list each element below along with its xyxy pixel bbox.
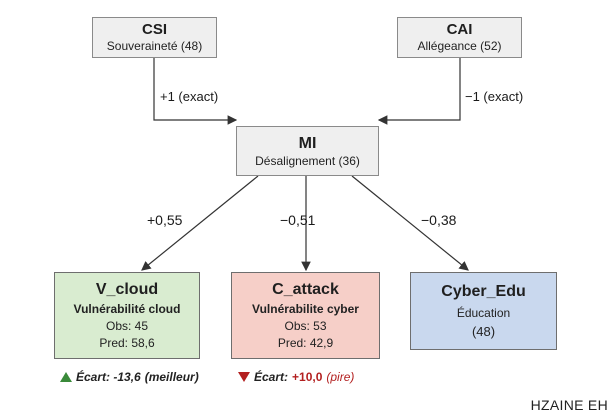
node-v-cloud-subtitle: Vulnérabilité cloud <box>73 302 181 316</box>
ecart-c-attack-value: +10,0 <box>292 370 323 384</box>
node-v-cloud-pred: Pred: 58,6 <box>99 336 155 350</box>
node-v-cloud-obs: Obs: 45 <box>105 319 149 333</box>
ecart-v-cloud-prefix: Écart: -13,6 <box>76 370 141 384</box>
node-v-cloud-title: V_cloud <box>95 281 159 298</box>
node-mi-title: MI <box>298 134 317 152</box>
author-credit: HZAINE EH <box>530 397 608 413</box>
node-v-cloud: V_cloud Vulnérabilité cloud Obs: 45 Pred… <box>54 272 200 359</box>
node-csi-title: CSI <box>141 20 167 38</box>
ecart-v-cloud: Écart: -13,6 (meilleur) <box>60 370 199 384</box>
edge-mi-vcloud <box>141 175 259 271</box>
node-c-attack-title: C_attack <box>272 281 339 298</box>
edge-label-mi-vcloud: +0,55 <box>147 212 183 228</box>
node-c-attack-subtitle: Vulnérabilite cyber <box>252 302 359 316</box>
edge-label-csi-mi: +1 (exact) <box>160 89 219 104</box>
node-csi-subtitle: Souveraineté (48) <box>106 39 203 54</box>
node-cai: CAI Allégeance (52) <box>397 17 522 58</box>
edge-label-mi-cyberedu: −0,38 <box>421 212 457 228</box>
node-cai-title: CAI <box>446 20 473 38</box>
node-cyber-edu: Cyber_Edu Éducation (48) <box>410 272 557 350</box>
ecart-c-attack-prefix: Écart: <box>254 370 289 384</box>
node-mi-subtitle: Désalignement (36) <box>255 153 360 168</box>
edge-csi-mi <box>153 58 238 125</box>
node-c-attack-pred: Pred: 42,9 <box>277 336 334 350</box>
ecart-c-attack: Écart: +10,0 (pire) <box>238 370 354 384</box>
node-cyber-edu-title: Cyber_Edu <box>441 282 526 300</box>
node-cyber-edu-value: (48) <box>471 323 496 339</box>
edge-label-mi-cattack: −0,51 <box>280 212 316 228</box>
triangle-up-icon <box>60 372 72 382</box>
node-csi: CSI Souveraineté (48) <box>92 17 217 58</box>
node-cai-subtitle: Allégeance (52) <box>417 39 502 54</box>
node-mi: MI Désalignement (36) <box>236 126 379 176</box>
triangle-down-icon <box>238 372 250 382</box>
edge-mi-cyberedu <box>351 175 469 271</box>
node-c-attack-obs: Obs: 53 <box>284 319 327 333</box>
edge-cai-mi <box>377 58 461 125</box>
node-cyber-edu-subtitle: Éducation <box>456 305 511 320</box>
edge-label-cai-mi: −1 (exact) <box>465 89 524 104</box>
ecart-v-cloud-note: (meilleur) <box>144 370 199 384</box>
node-c-attack: C_attack Vulnérabilite cyber Obs: 53 Pre… <box>231 272 380 359</box>
ecart-c-attack-note: (pire) <box>326 370 355 384</box>
